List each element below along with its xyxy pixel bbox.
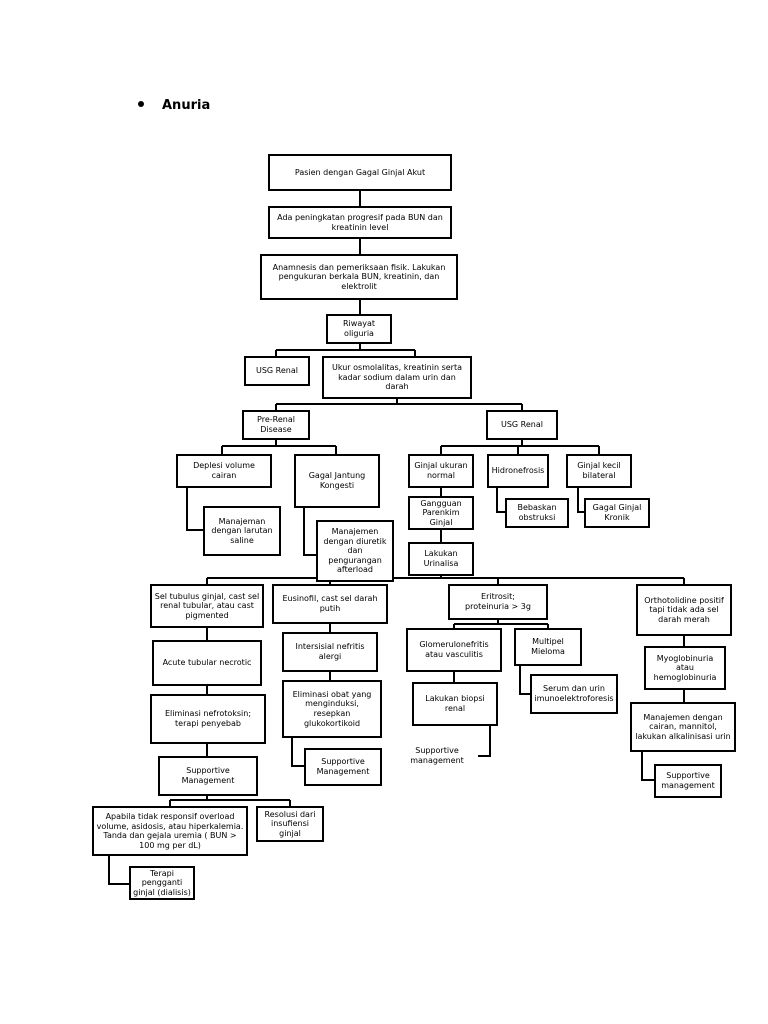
node-multipel-mieloma: Multipel Mieloma (514, 628, 582, 666)
node-gangguan-parenkim: Gangguan Parenkim Ginjal (408, 496, 474, 530)
connector (478, 726, 491, 757)
node-lakukan-biopsi-renal: Lakukan biopsi renal (412, 682, 498, 726)
node-terapi-pengganti-ginjal: Terapi pengganti ginjal (dialisis) (129, 866, 195, 900)
node-pasien-gagal-ginjal-akut: Pasien dengan Gagal Ginjal Akut (268, 154, 452, 191)
node-riwayat-oliguria: Riwayat oliguria (326, 314, 392, 344)
node-intersisial-nefritis: Intersisial nefritis alergi (282, 632, 378, 672)
node-deplesi-volume: Deplesi volume cairan (176, 454, 272, 488)
connector (577, 488, 584, 513)
heading-text: Anuria (162, 98, 211, 113)
node-acute-tubular-necrotic: Acute tubular necrotic (152, 640, 262, 686)
node-orthotolidine: Orthotolidine positif tapi tidak ada sel… (636, 584, 732, 636)
connector (291, 738, 304, 767)
node-usg-renal-2: USG Renal (486, 410, 558, 440)
node-bebaskan-obstruksi: Bebaskan obstruksi (505, 498, 569, 528)
node-anamnesis: Anamnesis dan pemeriksaan fisik. Lakukan… (260, 254, 458, 300)
node-eritrosit: Eritrosit; proteinuria > 3g (448, 584, 548, 620)
node-glomerulonefritis: Glomerulonefritis atau vasculitis (406, 628, 502, 672)
node-resolusi-insufiensi: Resolusi dari insufiensi ginjal (256, 806, 324, 842)
node-hidronefrosis: Hidronefrosis (487, 454, 549, 488)
node-ginjal-kecil-bilateral: Ginjal kecil bilateral (566, 454, 632, 488)
node-manajemen-diuretik: Manajemen dengan diuretik dan penguranga… (316, 520, 394, 582)
node-ginjal-ukuran-normal: Ginjal ukuran normal (408, 454, 474, 488)
connector (108, 856, 129, 885)
node-supportive-management-3: Supportive Management (304, 748, 382, 786)
node-manajemen-cairan-mannitol: Manajemen dengan cairan, mannitol, lakuk… (630, 702, 736, 752)
bullet-icon (138, 100, 144, 107)
node-gagal-ginjal-kronik: Gagal Ginjal Kronik (584, 498, 650, 528)
node-manajeman-larutan-saline: Manajeman dengan larutan saline (203, 506, 281, 556)
node-sel-tubulus: Sel tubulus ginjal, cast sel renal tubul… (150, 584, 264, 628)
node-usg-renal-1: USG Renal (244, 356, 310, 386)
node-supportive-management-4: Supportive management (654, 764, 722, 798)
node-pre-renal-disease: Pre-Renal Disease (242, 410, 310, 440)
node-apabila-tidak-responsif: Apabila tidak responsif overload volume,… (92, 806, 248, 856)
node-myoglobinuria: Myoglobinuria atau hemoglobinuria (644, 646, 726, 690)
connector (186, 488, 203, 531)
page-heading: Anuria (138, 98, 210, 113)
node-supportive-management-1: Supportive Management (158, 756, 258, 796)
node-eusinofil: Eusinofil, cast sel darah putih (272, 584, 388, 624)
connector (303, 508, 316, 556)
node-ukur-osmolalitas: Ukur osmolalitas, kreatinin serta kadar … (322, 356, 472, 399)
node-peningkatan-bun: Ada peningkatan progresif pada BUN dan k… (268, 206, 452, 239)
node-serum-urin: Serum dan urin imunoelektroforesis (530, 674, 618, 714)
node-eliminasi-obat: Eliminasi obat yang menginduksi, resepka… (282, 680, 382, 738)
connector (496, 488, 505, 513)
node-supportive-management-2: Supportive management (410, 746, 464, 765)
connector (641, 752, 654, 781)
node-lakukan-urinalisa: Lakukan Urinalisa (408, 542, 474, 576)
connector (519, 666, 530, 695)
node-eliminasi-nefrotoksin: Eliminasi nefrotoksin; terapi penyebab (150, 694, 266, 744)
node-gagal-jantung-kongesti: Gagal Jantung Kongesti (294, 454, 380, 508)
